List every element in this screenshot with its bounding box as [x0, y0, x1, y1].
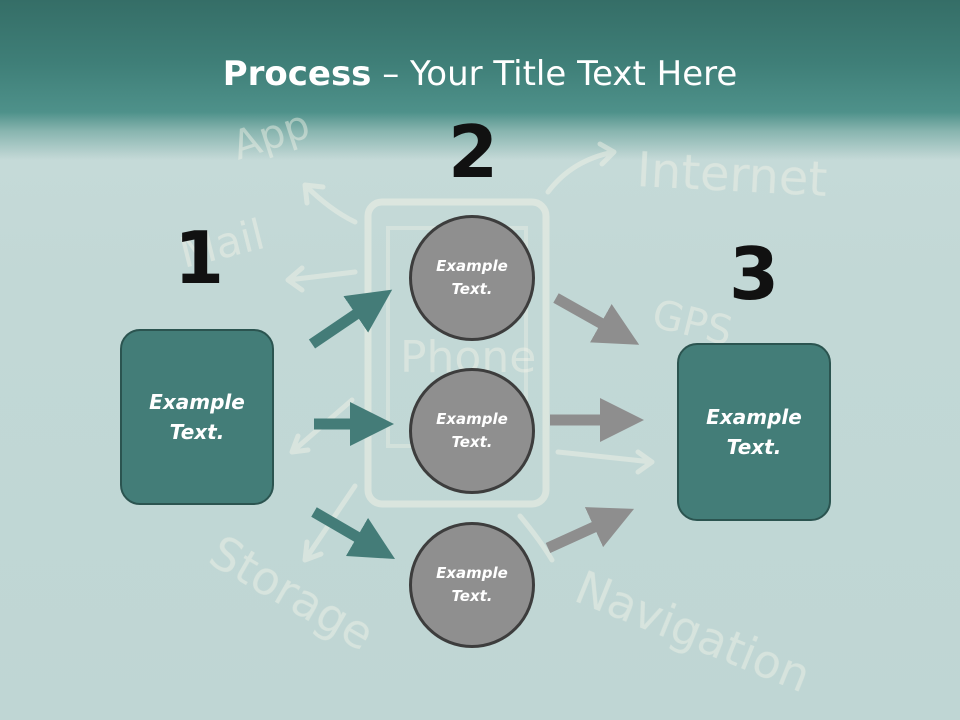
step-box-left-text: Example Text.: [149, 390, 245, 444]
step-circle-2-text: Example Text.: [436, 410, 508, 451]
slide-title: Process – Your Title Text Here: [0, 52, 960, 96]
arrow-circle3-to-box3: [545, 507, 635, 554]
step-circle-3-text: Example Text.: [436, 564, 508, 605]
step-number-2: 2: [447, 110, 499, 194]
step-box-right-text: Example Text.: [706, 405, 802, 459]
title-bold: Process: [222, 54, 372, 94]
chalk-word-internet: Internet: [635, 142, 828, 208]
title-rest: – Your Title Text Here: [371, 54, 738, 94]
arrow-box1-to-circle1: [308, 289, 393, 349]
chalk-arrow-app: [302, 182, 358, 225]
chalk-phone-outline: [364, 198, 550, 508]
step-number-3: 3: [728, 232, 780, 316]
arrow-circle1-to-box3: [553, 293, 640, 345]
chalk-arrow-bottom: [517, 513, 555, 563]
step-circle-3: Example Text.: [409, 522, 535, 648]
arrow-box1-to-circle3: [311, 507, 396, 560]
chalk-arrow-top: [545, 141, 617, 195]
step-circle-2: Example Text.: [409, 368, 535, 494]
chalk-arrow-right-mid: [555, 449, 655, 475]
title-band: [0, 0, 960, 160]
step-circle-1: Example Text.: [409, 215, 535, 341]
step-box-left: Example Text.: [120, 329, 274, 505]
step-box-right: Example Text.: [677, 343, 831, 521]
step-circle-1-text: Example Text.: [436, 257, 508, 298]
chalk-arrow-mail: [285, 265, 358, 293]
step-number-1: 1: [173, 216, 225, 300]
